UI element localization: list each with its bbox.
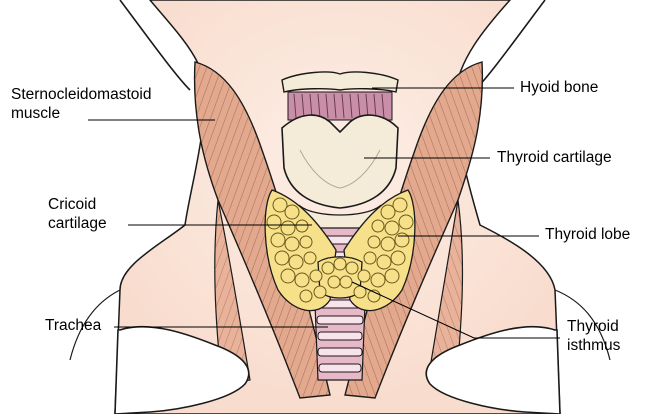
label-thyroid-isthmus: Thyroid isthmus [567, 318, 620, 355]
label-thyroid-isthmus-line2: isthmus [567, 337, 620, 356]
label-sternocleidomastoid: Sternocleidomastoid muscle [11, 86, 151, 123]
label-cricoid-cartilage: Cricoid cartilage [48, 196, 107, 233]
label-thyroid-cartilage: Thyroid cartilage [497, 149, 612, 168]
label-thyroid-isthmus-line1: Thyroid [567, 318, 620, 337]
label-sternocleidomastoid-line1: Sternocleidomastoid [11, 86, 151, 105]
label-cricoid-line1: Cricoid [48, 196, 107, 215]
label-sternocleidomastoid-line2: muscle [11, 105, 151, 124]
label-thyroid-lobe: Thyroid lobe [545, 226, 630, 245]
hyoid-bone [282, 72, 398, 92]
label-hyoid-bone: Hyoid bone [520, 79, 598, 98]
label-cricoid-line2: cartilage [48, 215, 107, 234]
label-trachea: Trachea [45, 317, 101, 336]
